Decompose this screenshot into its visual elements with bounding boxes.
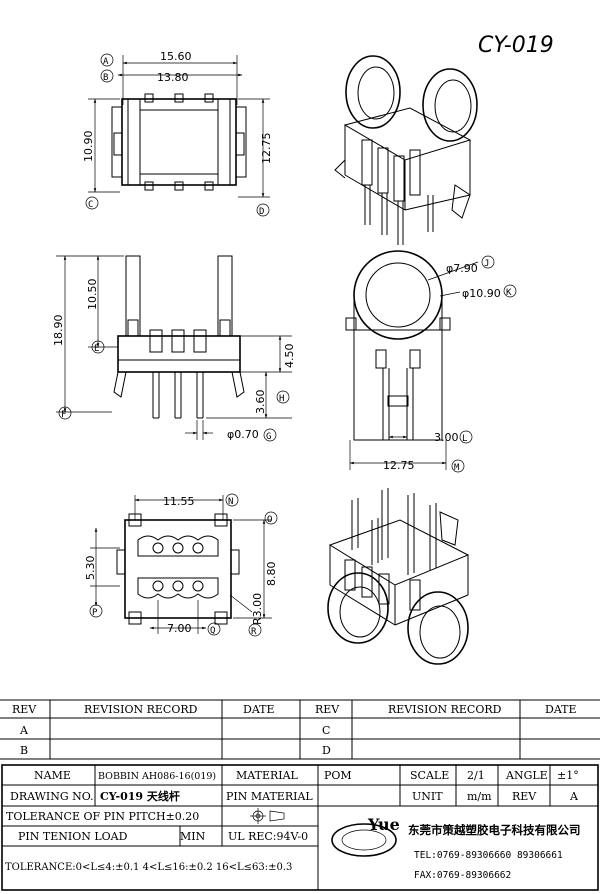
dim-8-80: 8.80 bbox=[265, 562, 278, 587]
marker-k: K bbox=[506, 288, 512, 298]
record-header-right: REVISION RECORD bbox=[388, 703, 502, 716]
bottom-view: 11.55 N 5.30 P 8.80 O R3.00 R bbox=[84, 493, 278, 637]
pin-material-label: PIN MATERIAL bbox=[226, 790, 313, 803]
marker-m: M bbox=[454, 463, 460, 473]
isometric-view-top bbox=[334, 55, 478, 245]
front-view: φ7.90 J φ10.90 K 3.00 L 12.75 M bbox=[345, 250, 517, 473]
drawing-no-value: CY-019 天线杆 bbox=[100, 789, 180, 803]
projection-symbol-icon bbox=[250, 808, 285, 824]
scale-value: 2/1 bbox=[467, 769, 485, 782]
marker-c: C bbox=[88, 200, 93, 210]
company-fax: FAX:0769-89306662 bbox=[414, 870, 511, 881]
dim-15-60: 15.60 bbox=[160, 50, 192, 63]
unit-value: m/m bbox=[467, 790, 492, 803]
dim-4-50: 4.50 bbox=[283, 344, 296, 369]
material-value: POM bbox=[324, 769, 352, 782]
rev-value: A bbox=[569, 790, 579, 803]
rev-header-left: REV bbox=[12, 703, 37, 716]
dim-12-75-front: 12.75 bbox=[383, 459, 415, 472]
revision-table: REV REVISION RECORD DATE REV REVISION RE… bbox=[0, 699, 600, 760]
dim-phi-10-90: φ10.90 bbox=[462, 287, 501, 300]
rev-row-a: A bbox=[19, 724, 29, 737]
dim-5-30: 5.30 bbox=[84, 556, 97, 581]
ul-rec: UL REC:94V-0 bbox=[228, 830, 308, 843]
marker-p: P bbox=[92, 608, 98, 618]
dim-3-60: 3.60 bbox=[254, 390, 267, 415]
unit-label: UNIT bbox=[412, 790, 443, 803]
marker-h: H bbox=[279, 394, 284, 404]
date-header-right: DATE bbox=[545, 703, 577, 716]
date-header-left: DATE bbox=[243, 703, 275, 716]
marker-n: N bbox=[228, 497, 233, 507]
rev-row-b: B bbox=[20, 744, 28, 757]
tolerance-line: TOLERANCE:0<L≤4:±0.1 4<L≤16:±0.2 16<L≤63… bbox=[5, 862, 292, 873]
marker-d: D bbox=[259, 207, 264, 217]
marker-a: A bbox=[103, 57, 109, 67]
marker-r: R bbox=[251, 627, 257, 637]
dim-10-50: 10.50 bbox=[86, 279, 99, 311]
rev-row-d: D bbox=[322, 744, 331, 757]
dim-11-55: 11.55 bbox=[163, 495, 195, 508]
pin-tension-label: PIN TENION LOAD bbox=[18, 830, 128, 843]
dim-phi-0-70: φ0.70 bbox=[227, 428, 259, 441]
marker-o: O bbox=[267, 515, 272, 525]
name-value: BOBBIN AH086-16(019) bbox=[98, 771, 216, 782]
dim-r-3-00: R3.00 bbox=[251, 593, 264, 625]
rev-label: REV bbox=[512, 790, 537, 803]
rev-row-c: C bbox=[322, 724, 330, 737]
dim-13-80: 13.80 bbox=[157, 71, 189, 84]
company-tel: TEL:0769-89306660 89306661 bbox=[414, 850, 563, 861]
marker-b: B bbox=[103, 73, 108, 83]
tolerance-pitch: TOLERANCE OF PIN PITCH±0.20 bbox=[6, 810, 199, 823]
marker-f: F bbox=[61, 410, 66, 420]
top-view: 15.60 13.80 A B 10.90 C 12.75 bbox=[82, 50, 273, 217]
dim-10-90: 10.90 bbox=[82, 131, 95, 163]
dim-18-90: 18.90 bbox=[52, 315, 65, 347]
dim-7-00: 7.00 bbox=[167, 622, 192, 635]
logo-text: Yue bbox=[367, 815, 400, 834]
title-block: NAME BOBBIN AH086-16(019) MATERIAL POM S… bbox=[1, 764, 599, 891]
company-logo: Yue bbox=[331, 815, 400, 857]
rev-header-right: REV bbox=[315, 703, 340, 716]
marker-q: Q bbox=[210, 626, 215, 636]
record-header-left: REVISION RECORD bbox=[84, 703, 198, 716]
angle-label: ANGLE bbox=[505, 769, 548, 782]
name-label: NAME bbox=[34, 769, 71, 782]
side-view: 18.90 F 10.50 E 4.50 3.60 H φ0.70 G bbox=[52, 255, 296, 442]
drawing-no-label: DRAWING NO. bbox=[10, 790, 94, 803]
pin-tension-min: MIN bbox=[180, 830, 206, 843]
dim-phi-7-90: φ7.90 bbox=[446, 262, 478, 275]
marker-e: E bbox=[94, 344, 99, 354]
scale-label: SCALE bbox=[410, 769, 449, 782]
company-name: 东莞市策越塑胶电子科技有限公司 bbox=[408, 823, 581, 837]
angle-value: ±1° bbox=[557, 769, 579, 782]
drawing-title: CY-019 bbox=[478, 33, 554, 58]
marker-g: G bbox=[266, 432, 271, 442]
marker-l: L bbox=[462, 434, 467, 444]
marker-j: J bbox=[484, 259, 489, 269]
dim-12-75: 12.75 bbox=[260, 133, 273, 165]
dim-3-00: 3.00 bbox=[434, 431, 459, 444]
material-label: MATERIAL bbox=[236, 769, 299, 782]
isometric-view-bottom bbox=[327, 488, 470, 665]
